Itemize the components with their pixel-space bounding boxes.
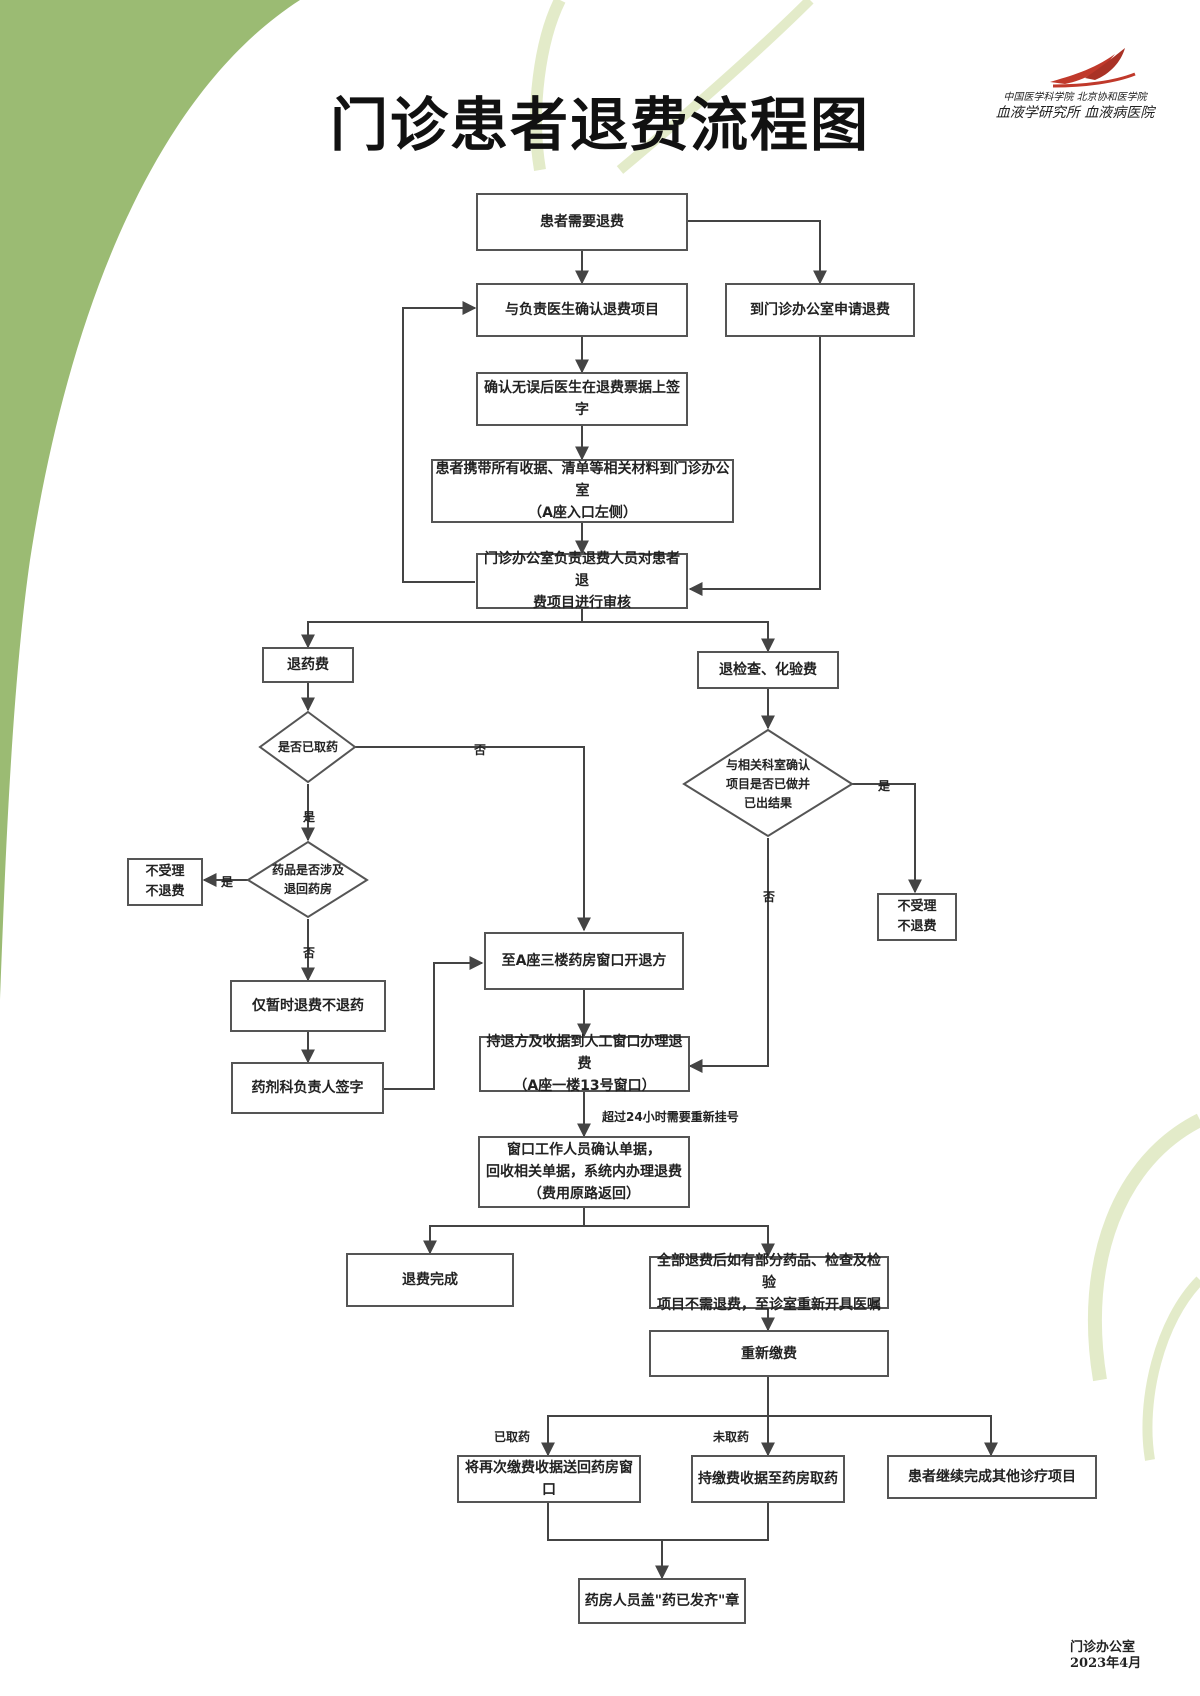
label-no-return: 否 — [303, 946, 316, 960]
node-apply-office: 到门诊办公室申请退费 — [725, 283, 915, 337]
node-window-staff: 窗口工作人员确认单据， 回收相关单据，系统内办理退费 （费用原路返回） — [478, 1136, 690, 1208]
node-office-review: 门诊办公室负责退费人员对患者退 费项目进行审核 — [476, 551, 688, 611]
node-continue-other: 患者继续完成其他诊疗项目 — [887, 1455, 1097, 1499]
decision-drug-taken-text: 是否已取药 — [277, 739, 338, 754]
decision-return-pharmacy-text: 药品是否涉及 退回药房 — [271, 863, 344, 896]
edge-split-drug — [301, 621, 582, 649]
label-yes-return: 是 — [221, 875, 234, 889]
node-pharmacy-window: 至A座三楼药房窗口开退方 — [484, 932, 684, 990]
label-not-taken: 未取药 — [713, 1430, 750, 1444]
footer-date: 2023年4月 — [1070, 1656, 1142, 1671]
footer: 门诊办公室 2023年4月 — [1070, 1640, 1200, 1672]
logo-text-line2: 血液学研究所 血液病医院 — [995, 105, 1155, 121]
edge-start-apply — [688, 220, 827, 285]
node-reject-right: 不受理 不退费 — [877, 893, 957, 941]
leaf-stroke-bottom — [1087, 1113, 1200, 1382]
node-confirm-doctor: 与负责医生确认退费项目 — [476, 283, 688, 337]
page-title: 门诊患者退费流程图 — [329, 91, 870, 159]
label-yes-exam: 是 — [878, 779, 891, 793]
edge-sign-pharmacy — [384, 956, 484, 1090]
edge-split-continue — [768, 1415, 998, 1457]
edge-dec-no-pharmacy — [355, 746, 591, 932]
leaf-stroke-top-2 — [616, 0, 814, 174]
node-temp-refund: 仅暂时退费不退药 — [230, 980, 386, 1032]
footer-dept: 门诊办公室 — [1070, 1640, 1136, 1655]
edge-review-loop — [402, 301, 477, 583]
logo-text-line1: 中国医学科学院 北京协和医学院 — [1003, 92, 1147, 103]
label-already-taken: 已取药 — [494, 1430, 531, 1444]
label-no-taken: 否 — [474, 743, 487, 757]
leaf-stroke-top — [530, 0, 566, 171]
logo-base — [1052, 72, 1136, 88]
green-leaf-shape — [0, 0, 300, 1000]
node-reject-left: 不受理 不退费 — [127, 858, 203, 906]
node-partial-items: 全部退费后如有部分药品、检查及检验 项目不需退费，至诊室重新开具医嘱 — [649, 1253, 889, 1313]
label-overtime-note: 超过24小时需要重新挂号 — [602, 1110, 739, 1124]
node-refund-drug: 退药费 — [262, 647, 354, 683]
label-no-exam: 否 — [763, 890, 776, 904]
logo-swoosh — [1050, 54, 1115, 84]
node-stamp: 药房人员盖"药已发齐"章 — [578, 1578, 746, 1624]
decision-exam-done-text: 与相关科室确认 项目是否已做并 已出结果 — [725, 757, 810, 810]
decision-return-pharmacy — [246, 840, 369, 919]
edge-sendback-join — [547, 1503, 769, 1541]
label-yes-taken: 是 — [303, 810, 316, 824]
edge-split-sendback — [541, 1415, 768, 1457]
node-send-back: 将再次缴费收据送回药房窗口 — [457, 1455, 641, 1503]
edge-examdec-no-manual — [688, 838, 769, 1073]
institute-logo — [1050, 48, 1136, 88]
node-refund-exam: 退检查、化验费 — [697, 651, 839, 689]
node-doctor-sign: 确认无误后医生在退费票据上签字 — [476, 372, 688, 426]
edge-apply-review — [688, 337, 821, 596]
edge-split-partial — [584, 1225, 775, 1258]
edge-split-done — [423, 1225, 584, 1255]
node-manual-window: 持退方及收据到人工窗口办理退费 （A座一楼13号窗口） — [479, 1034, 690, 1094]
node-repay: 重新缴费 — [649, 1330, 889, 1377]
decision-drug-taken — [258, 710, 357, 784]
node-take-drug: 持缴费收据至药房取药 — [691, 1455, 845, 1503]
node-pharm-sign: 药剂科负责人签字 — [231, 1062, 384, 1114]
node-start: 患者需要退费 — [476, 193, 688, 251]
logo-swoosh-2 — [1085, 48, 1125, 80]
node-refund-done: 退费完成 — [346, 1253, 514, 1307]
leaf-stroke-bottom-2 — [1142, 1276, 1200, 1461]
edge-examdec-yes-reject — [852, 783, 922, 894]
node-bring-materials: 患者携带所有收据、清单等相关材料到门诊办公室 （A座入口左侧） — [431, 459, 734, 523]
decision-exam-done — [682, 728, 854, 838]
edge-split-exam — [582, 621, 775, 653]
